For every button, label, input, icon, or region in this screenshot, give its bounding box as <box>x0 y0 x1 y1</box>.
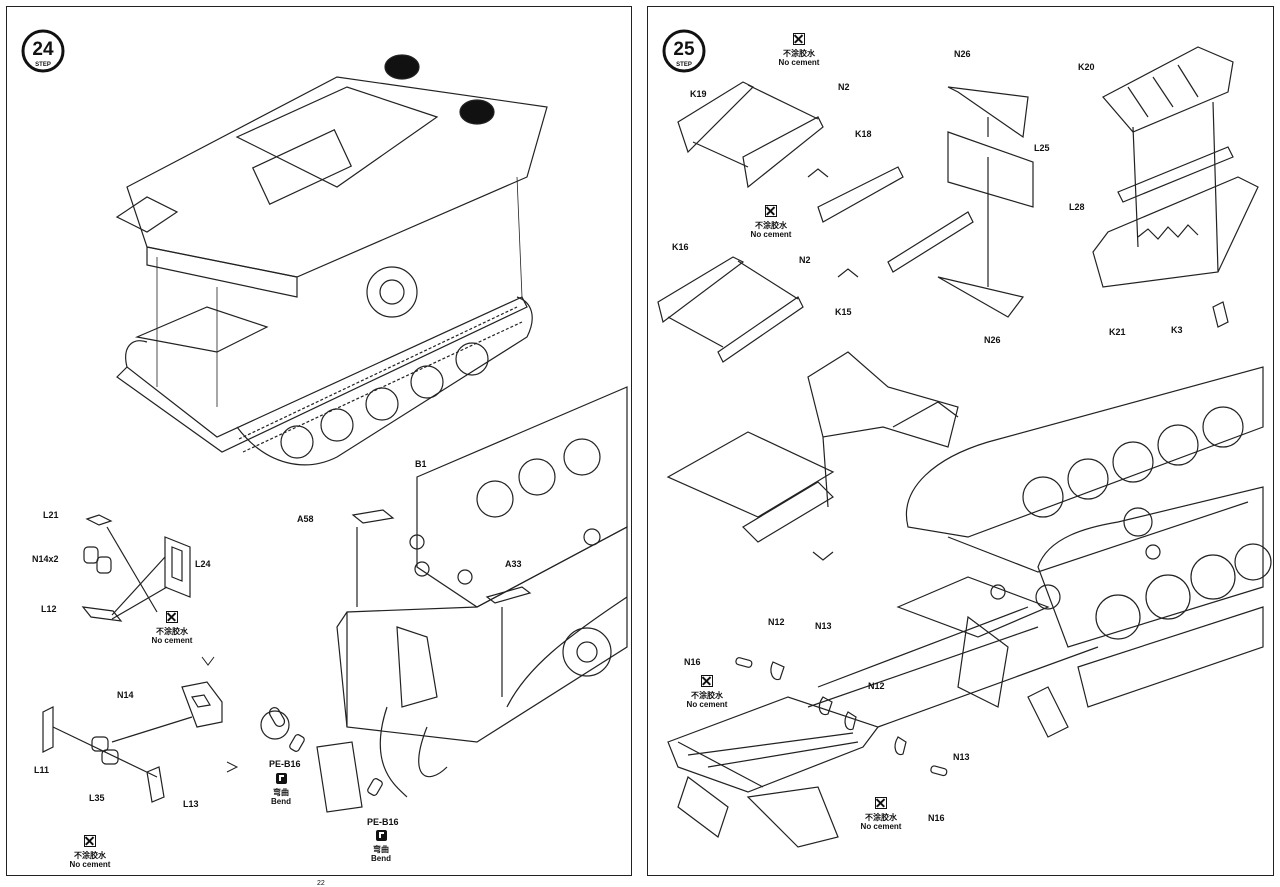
part-label-n13-a: N13 <box>815 621 832 631</box>
no-cement-note-1: 不涂胶水 No cement <box>147 611 197 645</box>
no-cement-cn: 不涂胶水 <box>755 221 787 230</box>
bend-icon <box>275 773 287 784</box>
part-label-l12: L12 <box>41 604 57 614</box>
no-cement-en: No cement <box>686 700 728 709</box>
step-24-illustration <box>42 54 628 813</box>
step-25-word: STEP <box>676 62 692 68</box>
part-label-b1: B1 <box>415 459 427 469</box>
no-cement-icon <box>793 33 805 45</box>
step-24-badge: 24 STEP <box>21 29 65 73</box>
part-label-n26-top: N26 <box>954 49 971 59</box>
assembled-rear-unit <box>666 351 959 561</box>
instruction-page-step-24: 24 STEP <box>6 6 632 887</box>
no-cement-cn: 不涂胶水 <box>783 49 815 58</box>
front-plate-assembly <box>667 606 1099 848</box>
pe-b16-parts <box>226 707 383 796</box>
bend-icon <box>375 830 387 841</box>
step-25-illustration <box>657 46 1272 848</box>
part-label-l24: L24 <box>195 559 211 569</box>
part-label-n13-b: N13 <box>953 752 970 762</box>
small-parts-n12-n13-n16 <box>735 657 948 777</box>
instruction-page-step-25: 25 STEP <box>647 6 1274 876</box>
no-cement-cn: 不涂胶水 <box>865 813 897 822</box>
sub-assembly-l13 <box>42 656 223 803</box>
part-label-l25: L25 <box>1034 143 1050 153</box>
step-24-word: STEP <box>35 62 51 68</box>
no-cement-cn: 不涂胶水 <box>156 627 188 636</box>
part-label-pe-b16-b: PE-B16 <box>367 817 399 827</box>
guide-lines <box>156 176 523 407</box>
bend-note-2: 弯曲 Bend <box>363 830 399 863</box>
bend-cn: 弯曲 <box>273 788 289 797</box>
part-label-n16-a: N16 <box>684 657 701 667</box>
part-label-k15: K15 <box>835 307 852 317</box>
no-cement-icon <box>166 611 178 623</box>
no-cement-note-1: 不涂胶水 No cement <box>774 33 824 67</box>
hull-with-tracks-drawing <box>896 366 1272 738</box>
sub-assembly-k21 <box>1092 46 1259 328</box>
upper-hull-drawing <box>115 54 548 298</box>
step-25-badge: 25 STEP <box>662 29 706 73</box>
no-cement-icon <box>84 835 96 847</box>
no-cement-en: No cement <box>778 58 820 67</box>
part-label-n2-b: N2 <box>799 255 811 265</box>
part-label-n16-b: N16 <box>928 813 945 823</box>
part-label-k21: K21 <box>1109 327 1126 337</box>
bend-en: Bend <box>271 797 291 806</box>
part-label-n12-b: N12 <box>868 681 885 691</box>
no-cement-note-3: 不涂胶水 No cement <box>682 675 732 709</box>
no-cement-note-2: 不涂胶水 No cement <box>746 205 796 239</box>
no-cement-en: No cement <box>860 822 902 831</box>
sub-assembly-k18 <box>677 81 1034 318</box>
no-cement-en: No cement <box>151 636 193 645</box>
part-label-n26-bottom: N26 <box>984 335 1001 345</box>
no-cement-icon <box>875 797 887 809</box>
no-cement-cn: 不涂胶水 <box>691 691 723 700</box>
part-label-l11: L11 <box>34 765 50 775</box>
part-label-k18: K18 <box>855 129 872 139</box>
no-cement-cn: 不涂胶水 <box>74 851 106 860</box>
part-label-k3: K3 <box>1171 325 1183 335</box>
part-label-a33: A33 <box>505 559 522 569</box>
part-label-n14: N14 <box>117 690 134 700</box>
part-label-k16: K16 <box>672 242 689 252</box>
bend-en: Bend <box>371 854 391 863</box>
part-label-l28: L28 <box>1069 202 1085 212</box>
part-label-l35: L35 <box>89 793 105 803</box>
no-cement-icon <box>701 675 713 687</box>
lower-rear-hull-drawing <box>316 386 628 813</box>
step-25-number: 25 <box>673 39 695 60</box>
part-label-k19: K19 <box>690 89 707 99</box>
no-cement-note-4: 不涂胶水 No cement <box>856 797 906 831</box>
sub-assembly-k15 <box>657 256 859 363</box>
no-cement-en: No cement <box>69 860 111 869</box>
part-label-k20: K20 <box>1078 62 1095 72</box>
part-label-a58: A58 <box>297 514 314 524</box>
sub-assembly-l24 <box>81 514 191 622</box>
bend-note-1: 弯曲 Bend <box>263 773 299 806</box>
lower-hull-drawing <box>116 266 533 466</box>
part-label-n2-a: N2 <box>838 82 850 92</box>
bend-cn: 弯曲 <box>373 845 389 854</box>
part-label-n12-a: N12 <box>768 617 785 627</box>
part-label-l13: L13 <box>183 799 199 809</box>
part-label-n14x2: N14x2 <box>32 554 59 564</box>
part-label-l21: L21 <box>43 510 59 520</box>
no-cement-icon <box>765 205 777 217</box>
step-24-number: 24 <box>32 39 54 60</box>
no-cement-note-2: 不涂胶水 No cement <box>65 835 115 869</box>
part-label-pe-b16-a: PE-B16 <box>269 759 301 769</box>
no-cement-en: No cement <box>750 230 792 239</box>
